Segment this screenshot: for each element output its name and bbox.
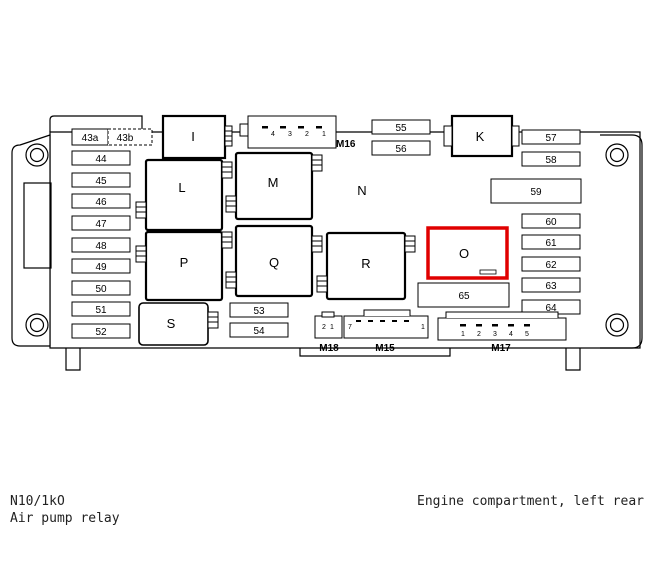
m16-pin-2: 2 [305,131,309,138]
left-fuse-column: 43a 43b 44 45 46 47 48 49 50 51 52 [71,128,153,339]
fuse-65[interactable] [417,282,510,308]
fuse-52[interactable] [71,323,131,339]
fuse-63[interactable] [521,277,581,293]
caption-location: Engine compartment, left rear [417,494,644,509]
fuse-label-56: 56 [395,144,407,155]
fuse-60[interactable] [521,213,581,229]
fuse-label-58: 58 [545,155,557,166]
fuse-label-57: 57 [545,133,557,144]
connector-M18[interactable]: 2 1 M18 [314,311,343,354]
fuse-label-60: 60 [545,217,557,228]
fuse-47[interactable] [71,215,131,231]
connector-label-M18: M18 [319,343,339,354]
connector-label-M15: M15 [375,343,395,354]
fuse-56[interactable] [371,140,431,156]
highlight-box [426,226,509,280]
fuse-58[interactable] [521,151,581,167]
fuse-label-62: 62 [545,260,557,271]
relay-label-S: S [167,316,176,331]
m15-pin-7: 7 [348,324,352,331]
fuse-label-61: 61 [545,238,557,249]
relay-O[interactable]: O [426,226,509,280]
m17-pin-4: 4 [509,331,513,338]
relay-L[interactable]: L [135,158,233,232]
relay-R[interactable]: R [316,231,416,301]
fuse-label-45: 45 [95,176,107,187]
fuse-label-53: 53 [253,306,265,317]
fuse-55[interactable] [371,119,431,135]
fuse-59[interactable] [490,178,582,204]
fuse-53[interactable] [229,302,289,318]
relay-label-P: P [180,255,189,270]
m17-pin-3: 3 [493,331,497,338]
relay-label-O: O [459,246,469,261]
m15-pin-1: 1 [421,324,425,331]
relay-Q[interactable]: Q [225,224,323,298]
relay-S[interactable]: S [138,302,219,346]
m18-pin-2: 2 [322,324,326,331]
fuse-label-64: 64 [545,303,557,314]
fuse-label-49: 49 [95,262,107,273]
fuse-label-44: 44 [95,154,107,165]
connector-label-M17: M17 [491,343,511,354]
m16-pin-1: 1 [322,131,326,138]
connector-M15[interactable]: 7 1 M15 [343,309,429,354]
fuse-44[interactable] [71,150,131,166]
relay-label-K: K [476,129,485,144]
fuse-49[interactable] [71,258,131,274]
fuse-48[interactable] [71,237,131,253]
fuse-label-43b: 43b [117,133,134,144]
relay-P[interactable]: P [135,230,233,302]
relay-label-Q: Q [269,255,279,270]
relay-label-N: N [357,183,366,198]
m18-pin-1: 1 [330,324,334,331]
m17-pin-1: 1 [461,331,465,338]
relay-K[interactable]: K [443,114,520,158]
fuse-57[interactable] [521,129,581,145]
fuse-label-46: 46 [95,197,107,208]
connector-M16[interactable]: 4 3 2 1 M16 [239,115,356,150]
fuse-label-59: 59 [530,187,542,198]
fuse-label-55: 55 [395,123,407,134]
caption-description: Air pump relay [10,511,120,526]
right-fuse-column: 57 58 59 60 61 62 63 64 [490,129,582,315]
fuse-61[interactable] [521,234,581,250]
connector-M17[interactable]: 1 2 3 4 5 M17 [437,311,567,354]
fuse-label-43a: 43a [82,133,99,144]
fuse-label-48: 48 [95,241,107,252]
fuse-label-65: 65 [458,291,470,302]
m16-pin-3: 3 [288,131,292,138]
connector-label-M16: M16 [336,139,356,150]
fuse-62[interactable] [521,256,581,272]
fuse-46[interactable] [71,193,131,209]
relay-label-I: I [191,129,195,144]
fuse-label-47: 47 [95,219,107,230]
fuse-label-52: 52 [95,327,107,338]
caption-code: N10/1kO [10,494,65,509]
fuse-50[interactable] [71,280,131,296]
fuse-45[interactable] [71,172,131,188]
fuse-label-50: 50 [95,284,107,295]
fuse-54[interactable] [229,322,289,338]
fuse-label-63: 63 [545,281,557,292]
relay-I[interactable]: I [161,114,233,160]
relay-label-M: M [268,175,279,190]
relay-label-L: L [178,180,185,195]
m17-pin-2: 2 [477,331,481,338]
relay-label-R: R [361,256,370,271]
fuse-label-54: 54 [253,326,265,337]
relay-M[interactable]: M [225,151,323,221]
m16-pin-4: 4 [271,131,275,138]
fuse-label-51: 51 [95,305,107,316]
fuse-43b[interactable] [107,128,153,146]
fuse-51[interactable] [71,301,131,317]
m17-pin-5: 5 [525,331,529,338]
